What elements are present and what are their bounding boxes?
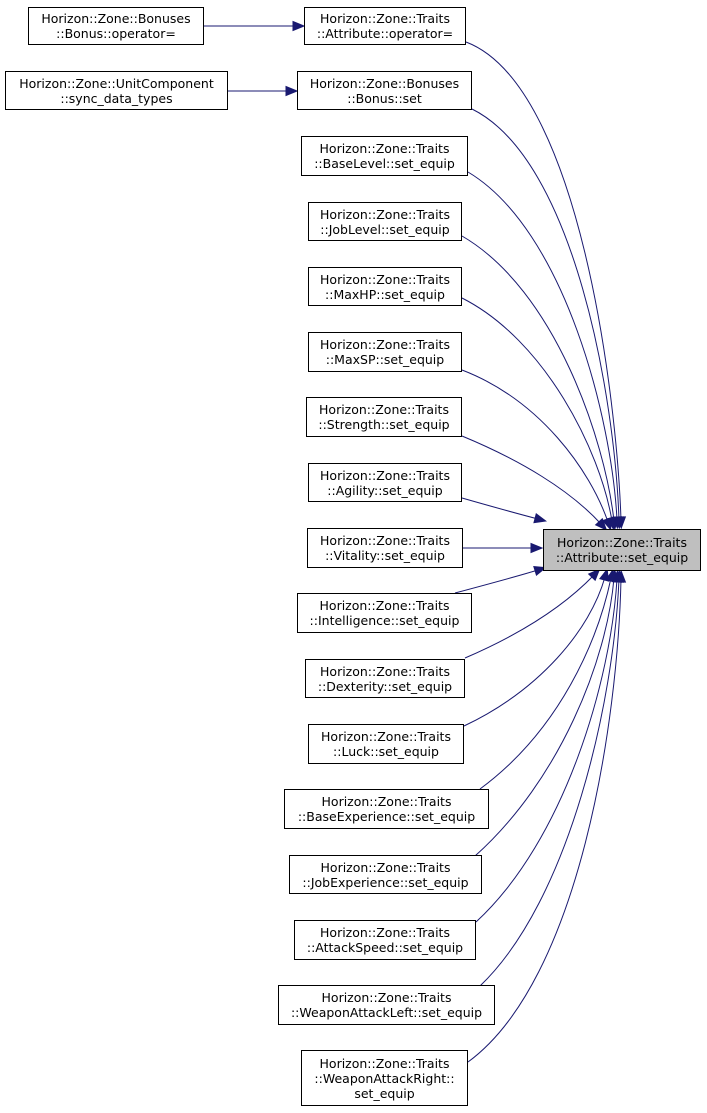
- arrowhead: [292, 20, 306, 32]
- graph-node[interactable]: Horizon::Zone::Traits::Strength::set_equ…: [306, 397, 462, 437]
- node-label-line: ::JobExperience::set_equip: [302, 874, 469, 890]
- call-edge: [464, 574, 595, 659]
- arrowhead: [587, 568, 601, 582]
- arrowhead: [601, 516, 612, 531]
- node-label-line: Horizon::Zone::Traits: [320, 533, 450, 548]
- node-label-line: ::JobLevel::set_equip: [320, 221, 450, 237]
- call-edge: [461, 297, 613, 522]
- arrowhead: [599, 568, 610, 582]
- node-label-line: Horizon::Zone::Traits: [319, 402, 449, 417]
- node-label-line: ::MaxSP::set_equip: [325, 352, 445, 367]
- node-label-line: Horizon::Zone::Traits: [320, 206, 450, 222]
- graph-node[interactable]: Horizon::Zone::Traits::Vitality::set_equ…: [307, 528, 463, 568]
- node-label-line: ::Intelligence::set_equip: [309, 613, 460, 628]
- node-label-line: ::sync_data_types: [60, 90, 173, 106]
- graph-node[interactable]: Horizon::Zone::Traits::Attribute::operat…: [304, 7, 466, 45]
- arrowhead: [594, 517, 608, 531]
- node-label-line: ::Luck::set_equip: [333, 744, 439, 759]
- graph-node[interactable]: Horizon::Zone::Traits::WeaponAttackRight…: [301, 1050, 468, 1106]
- arrowhead: [615, 569, 627, 583]
- graph-node[interactable]: Horizon::Zone::Bonuses::Bonus::set: [297, 71, 472, 110]
- graph-node[interactable]: Horizon::Zone::Traits::WeaponAttackLeft:…: [278, 985, 495, 1025]
- node-label-line: Horizon::Zone::UnitComponent: [19, 75, 214, 91]
- graph-node[interactable]: Horizon::Zone::Traits::JobLevel::set_equ…: [308, 202, 462, 241]
- node-label-line: Horizon::Zone::Traits: [320, 11, 450, 26]
- graph-node[interactable]: Horizon::Zone::Bonuses::Bonus::operator=: [28, 7, 204, 45]
- graph-node[interactable]: Horizon::Zone::Traits::Intelligence::set…: [297, 593, 472, 633]
- node-label-line: ::Dexterity::set_equip: [317, 678, 453, 694]
- node-label-line: Horizon::Zone::Traits: [320, 925, 450, 940]
- graph-node[interactable]: Horizon::Zone::Traits::BaseExperience::s…: [284, 789, 489, 829]
- node-label-line: ::BaseExperience::set_equip: [297, 809, 476, 824]
- graph-node[interactable]: Horizon::Zone::Traits::MaxSP::set_equip: [308, 332, 462, 372]
- node-label-line: Horizon::Zone::Traits: [319, 1055, 450, 1071]
- node-label-line: Horizon::Zone::Traits: [321, 794, 452, 809]
- call-edge: [461, 497, 539, 520]
- node-label-line: ::Strength::set_equip: [318, 417, 450, 432]
- node-label-line: ::BaseLevel::set_equip: [314, 156, 455, 171]
- node-label-line: set_equip: [354, 1085, 415, 1101]
- call-edge: [461, 435, 602, 525]
- graph-node[interactable]: Horizon::Zone::Traits::Luck::set_equip: [308, 724, 464, 764]
- node-label-line: ::Agility::set_equip: [327, 482, 443, 498]
- node-label-line: Horizon::Zone::Traits: [319, 141, 450, 156]
- node-label-line: Horizon::Zone::Traits: [320, 467, 450, 483]
- node-label-line: Horizon::Zone::Traits: [319, 598, 450, 613]
- call-edge: [475, 578, 618, 923]
- node-label-line: Horizon::Zone::Traits: [321, 990, 452, 1005]
- node-label-line: Horizon::Zone::Traits: [557, 535, 687, 550]
- graph-node[interactable]: Horizon::Zone::UnitComponent::sync_data_…: [5, 71, 228, 110]
- call-edge: [465, 41, 622, 521]
- graph-node[interactable]: Horizon::Zone::Traits::BaseLevel::set_eq…: [301, 136, 468, 176]
- call-edge: [461, 235, 615, 522]
- arrowhead: [530, 542, 544, 554]
- call-edge: [463, 576, 606, 727]
- node-label-line: ::Vitality::set_equip: [325, 548, 445, 563]
- arrowhead: [533, 513, 548, 524]
- node-label-line: Horizon::Zone::Traits: [320, 271, 450, 287]
- graph-node[interactable]: Horizon::Zone::Traits::MaxHP::set_equip: [308, 267, 462, 306]
- call-edge: [479, 577, 612, 790]
- node-label-line: Horizon::Zone::Traits: [320, 337, 450, 352]
- node-label-line: Horizon::Zone::Bonuses: [309, 75, 460, 91]
- arrowhead: [285, 85, 299, 97]
- arrowhead: [533, 566, 547, 577]
- call-edge: [461, 369, 609, 523]
- node-label-line: ::Attribute::operator=: [316, 26, 454, 41]
- graph-node[interactable]: Horizon::Zone::Traits::JobExperience::se…: [289, 855, 482, 894]
- node-label-line: ::Attribute::set_equip: [555, 550, 689, 565]
- graph-node[interactable]: Horizon::Zone::Traits::AttackSpeed::set_…: [294, 920, 476, 960]
- node-label-line: Horizon::Zone::Traits: [320, 663, 450, 679]
- node-label-line: ::AttackSpeed::set_equip: [306, 940, 464, 955]
- node-label-line: ::MaxHP::set_equip: [325, 286, 445, 302]
- node-label-line: ::WeaponAttackLeft::set_equip: [290, 1005, 483, 1020]
- focus-node[interactable]: Horizon::Zone::Traits::Attribute::set_eq…: [543, 529, 701, 571]
- call-edge: [474, 577, 615, 857]
- node-label-line: Horizon::Zone::Traits: [321, 729, 451, 744]
- node-label-line: Horizon::Zone::Traits: [320, 859, 451, 875]
- graph-node[interactable]: Horizon::Zone::Traits::Dexterity::set_eq…: [305, 659, 465, 698]
- call-edge: [467, 578, 622, 1063]
- call-edge: [471, 108, 620, 521]
- graph-node[interactable]: Horizon::Zone::Traits::Agility::set_equi…: [308, 463, 462, 502]
- node-label-line: ::WeaponAttackRight::: [314, 1070, 455, 1086]
- node-label-line: ::Bonus::operator=: [56, 26, 176, 41]
- call-edge: [454, 569, 539, 594]
- call-edge: [467, 171, 618, 521]
- node-label-line: Horizon::Zone::Bonuses: [41, 11, 191, 26]
- node-label-line: ::Bonus::set: [347, 90, 422, 106]
- call-edge: [479, 578, 620, 987]
